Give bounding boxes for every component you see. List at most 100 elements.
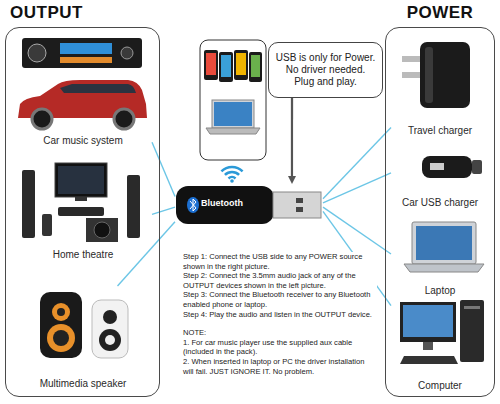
monitor-screen	[403, 305, 453, 337]
laptop-screen-frame	[412, 222, 476, 264]
instruction-notes: Step 1: Connect the USB side to any POWE…	[183, 252, 377, 376]
car-stereo-display	[60, 43, 112, 54]
device-item: Computer	[391, 298, 489, 393]
connector-line	[152, 207, 175, 214]
car-wheel	[32, 109, 52, 129]
laptop-base	[404, 264, 484, 272]
phone	[219, 52, 233, 82]
car-stereo-buttons	[60, 57, 112, 63]
tv-frame	[55, 163, 107, 197]
laptop-screen	[214, 102, 252, 126]
dongle-body	[176, 186, 274, 224]
device-item: Home theatre	[14, 156, 152, 262]
device-panel: POWERTravel chargerCar USB chargerLaptop…	[385, 27, 495, 397]
speaker-body	[92, 300, 128, 358]
charger-prong	[402, 56, 422, 62]
pc-tower	[460, 300, 484, 362]
speaker-rim	[52, 303, 70, 321]
speaker-cone	[99, 329, 121, 351]
laptop-screen-frame	[212, 100, 254, 128]
device-label: Multimedia speaker	[38, 378, 129, 390]
panel-title: POWER	[407, 3, 474, 23]
usb-plug	[273, 192, 321, 218]
instruction-text: Step 3: Connect the Bluetooth receiver t…	[183, 290, 377, 309]
signal-arc	[221, 167, 242, 171]
phone-screen	[251, 55, 260, 77]
keyboard	[400, 356, 458, 364]
instruction-text: 1. For car music player use the supplied…	[183, 338, 377, 357]
connector-group	[118, 222, 176, 286]
instruction-text: NOTE:	[183, 328, 206, 338]
connector-group	[323, 207, 391, 254]
phone	[249, 52, 262, 82]
panel-title: OUTPUT	[10, 3, 83, 23]
car-wheel	[114, 109, 134, 129]
connector-group	[323, 173, 391, 203]
charger-body	[420, 42, 470, 108]
device-label: Car music system	[41, 135, 124, 147]
center-speaker	[58, 207, 104, 216]
device-label: Computer	[416, 380, 464, 392]
signal-arc	[229, 177, 236, 178]
bluetooth-logo	[187, 197, 199, 213]
connector-line	[152, 142, 175, 196]
device-item: Laptop	[391, 218, 489, 298]
car-stereo-knob	[121, 47, 133, 59]
phone	[204, 50, 218, 80]
phone-screen	[221, 55, 231, 77]
device-panel: OUTPUTCar music systemHome theatreMultim…	[5, 27, 160, 397]
device-label: Home theatre	[51, 249, 116, 261]
speaker-body	[40, 292, 82, 358]
car-charger-usb-slot	[430, 163, 444, 170]
signal-arc	[225, 172, 239, 175]
car-stereo-body	[22, 38, 142, 68]
connector-group	[152, 142, 175, 196]
charger-highlight	[425, 47, 433, 103]
device-label: Car USB charger	[400, 197, 480, 209]
usb-hole	[296, 207, 303, 212]
connector-line	[291, 98, 293, 177]
tower-speaker	[127, 175, 140, 238]
speaker-rim	[47, 324, 75, 352]
usb-hole	[296, 198, 303, 203]
brand-label: Bluetooth	[201, 198, 243, 209]
phone-screen	[236, 53, 246, 75]
instruction-text: Step 1: Connect the USB side to any POWE…	[183, 252, 377, 271]
satellite-speaker	[42, 214, 52, 236]
connector-line	[323, 207, 391, 254]
subwoofer-cone	[94, 222, 110, 238]
instruction-text: 2. When inserted in laptop or PC the dri…	[183, 357, 377, 376]
source-devices-frame	[200, 40, 266, 160]
device-item: Car USB charger	[391, 148, 489, 210]
arrowhead	[288, 176, 296, 184]
device-item: Car music system	[14, 33, 152, 148]
signal-dot	[230, 179, 234, 183]
phone-screen	[206, 53, 216, 75]
car-charger-tip	[472, 160, 482, 174]
phone	[234, 50, 248, 80]
tv-stand	[75, 197, 87, 201]
car-charger-body	[422, 156, 472, 178]
callout-text: USB is only for Power. No driver needed.…	[275, 52, 376, 88]
laptop-base	[206, 128, 260, 134]
device-label: Laptop	[423, 285, 458, 297]
bluetooth-rune	[190, 199, 196, 211]
charger-prong	[402, 72, 422, 78]
speaker-cone	[103, 310, 117, 324]
bluetooth-receiver: Bluetooth	[175, 184, 323, 226]
callout-bubble: USB is only for Power. No driver needed.…	[268, 42, 383, 98]
speaker-cone	[57, 308, 65, 316]
device-item: Travel charger	[391, 33, 489, 138]
connector-group	[152, 207, 175, 214]
instruction-text: Step 4: Play the audio and listen in the…	[183, 310, 372, 320]
car-window	[60, 84, 136, 93]
speaker-cap	[105, 335, 115, 345]
monitor-frame	[400, 302, 456, 342]
pc-drive-slot	[464, 306, 480, 309]
speaker-cone	[53, 330, 69, 346]
laptop-screen	[416, 226, 472, 260]
connector-group	[288, 98, 296, 184]
car-stereo-knob	[28, 44, 46, 62]
tower-speaker	[22, 170, 35, 238]
